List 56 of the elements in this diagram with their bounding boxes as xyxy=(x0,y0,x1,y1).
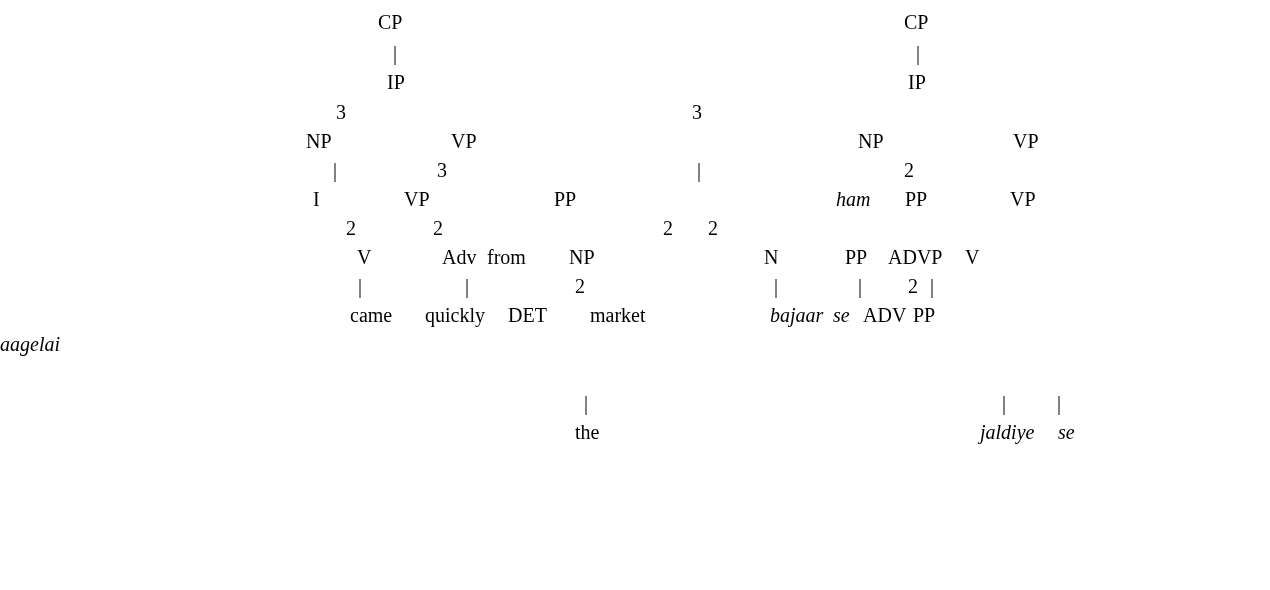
category-label: NP xyxy=(858,131,884,151)
word-label: quickly xyxy=(425,305,485,325)
word-label: from xyxy=(487,247,526,267)
word-label: se xyxy=(833,305,850,325)
category-label: DET xyxy=(508,305,547,325)
branch-mark: | xyxy=(333,160,337,180)
word-label: jaldiye xyxy=(980,422,1035,442)
branch-mark: 2 xyxy=(708,218,718,238)
category-label: PP xyxy=(905,189,928,209)
branch-mark: 3 xyxy=(437,160,447,180)
category-label: NP xyxy=(569,247,595,267)
branch-mark: 3 xyxy=(336,102,346,122)
category-label: VP xyxy=(451,131,477,151)
category-label: NP xyxy=(306,131,332,151)
branch-mark: 2 xyxy=(663,218,673,238)
category-label: CP xyxy=(378,12,403,32)
category-label: IP xyxy=(908,72,926,92)
branch-mark: | xyxy=(916,43,920,63)
category-label: VP xyxy=(1013,131,1039,151)
category-label: V xyxy=(357,247,372,267)
category-label: PP xyxy=(913,305,936,325)
category-label: VP xyxy=(1010,189,1036,209)
category-label: ADV xyxy=(863,305,907,325)
branch-mark: | xyxy=(465,276,469,296)
category-label: I xyxy=(313,189,320,209)
branch-mark: | xyxy=(930,276,934,296)
category-label: PP xyxy=(554,189,577,209)
branch-mark: | xyxy=(774,276,778,296)
branch-mark: | xyxy=(584,393,588,413)
word-label: se xyxy=(1058,422,1075,442)
word-label: aagelai xyxy=(0,334,60,354)
branch-mark: | xyxy=(697,160,701,180)
category-label: IP xyxy=(387,72,405,92)
branch-mark: | xyxy=(858,276,862,296)
word-label: the xyxy=(575,422,600,442)
branch-mark: | xyxy=(1002,393,1006,413)
word-label: came xyxy=(350,305,393,325)
category-label: N xyxy=(764,247,779,267)
category-label: CP xyxy=(904,12,929,32)
branch-mark: 2 xyxy=(575,276,585,296)
branch-mark: | xyxy=(1057,393,1061,413)
category-label: V xyxy=(965,247,980,267)
branch-mark: 2 xyxy=(433,218,443,238)
category-label: ADVP xyxy=(888,247,943,267)
branch-mark: 2 xyxy=(346,218,356,238)
word-label: market xyxy=(590,305,646,325)
branch-mark: 2 xyxy=(904,160,914,180)
branch-mark: 2 xyxy=(908,276,918,296)
word-label: ham xyxy=(836,189,871,209)
branch-mark: | xyxy=(393,43,397,63)
word-label: bajaar xyxy=(770,305,824,325)
category-label: Adv xyxy=(442,247,477,267)
category-label: PP xyxy=(845,247,868,267)
branch-mark: | xyxy=(358,276,362,296)
category-label: VP xyxy=(404,189,430,209)
branch-mark: 3 xyxy=(692,102,702,122)
